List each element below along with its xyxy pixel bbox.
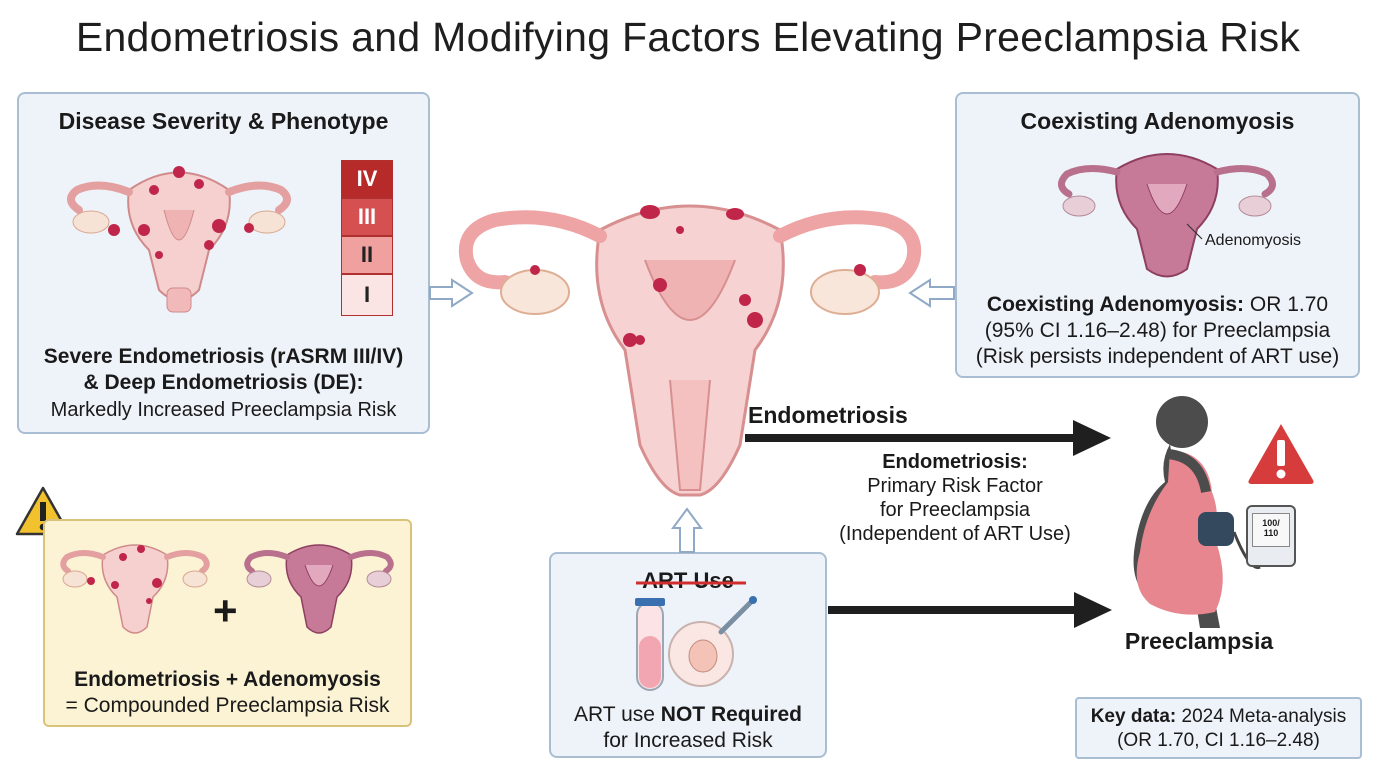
bp-monitor-line-1: 100/: [1262, 518, 1280, 528]
art-text-1: ART use: [574, 703, 661, 726]
bp-monitor-screen: 100/ 110: [1252, 513, 1290, 547]
bp-monitor-line-2: 110: [1263, 528, 1279, 538]
adenomyosis-panel-title: Coexisting Adenomyosis: [1020, 108, 1295, 134]
arrow-compound-to-preeclampsia: [420, 592, 1112, 628]
main-caption-1: Primary Risk Factor: [867, 475, 1043, 497]
pregnant-woman-icon: [1133, 396, 1261, 628]
key-data-line-1: Key data: 2024 Meta-analysis: [1077, 705, 1360, 728]
arrow-art-to-uterus: [671, 507, 703, 553]
stage-i-bar: I: [341, 274, 393, 316]
art-text-line-2: for Increased Risk: [603, 729, 773, 752]
key-data-text-1: 2024 Meta-analysis: [1176, 706, 1347, 727]
key-data-box: Key data: 2024 Meta-analysis (OR 1.70, C…: [1075, 697, 1362, 759]
severity-text-bold-1: Severe Endometriosis (rASRM III/IV): [43, 345, 404, 368]
endometriosis-uterus-small-icon: [60, 544, 210, 634]
art-panel: ART Use ART use NOT Required for Increas…: [549, 552, 827, 758]
adenomyosis-or: OR 1.70: [1244, 293, 1329, 316]
adenomyosis-text-bold: Coexisting Adenomyosis:: [986, 293, 1245, 316]
adenomyosis-uterus-icon: [1058, 153, 1276, 278]
adenomyosis-text-line-1: Coexisting Adenomyosis: OR 1.70: [957, 292, 1358, 318]
adenomyosis-uterus-small-icon: [244, 544, 394, 634]
severity-panel-title: Disease Severity & Phenotype: [58, 108, 389, 134]
bp-monitor: 100/ 110: [1246, 505, 1296, 567]
central-uterus-illustration: [458, 204, 922, 497]
arrow-severity-to-uterus: [429, 278, 474, 308]
art-panel-title: ART Use: [551, 568, 825, 594]
compound-text-plain: = Compounded Preeclampsia Risk: [65, 694, 390, 717]
stage-iv-bar: IV: [341, 160, 393, 198]
art-text-bold: NOT Required: [660, 703, 802, 726]
key-data-label: Key data:: [1090, 706, 1177, 727]
adenomyosis-text-line-3: (Risk persists independent of ART use): [975, 345, 1340, 368]
main-caption-3: (Independent of ART Use): [839, 523, 1071, 545]
severity-text-bold-2: & Deep Endometriosis (DE):: [83, 371, 364, 394]
compound-panel: + Endometriosis + Adenomyosis = Compound…: [43, 519, 412, 727]
outcome-label: Preeclampsia: [1124, 628, 1274, 654]
art-text-line-1: ART use NOT Required: [551, 702, 825, 728]
adenomyosis-panel: Coexisting Adenomyosis Adenomyosis Coexi…: [955, 92, 1360, 378]
plus-sign: +: [213, 587, 238, 634]
main-arrow-label: Endometriosis: [748, 402, 908, 428]
strikethrough-line: [636, 581, 746, 585]
stage-iii-bar: III: [341, 198, 393, 236]
alert-triangle-icon: [1248, 424, 1314, 484]
art-title-text: ART Use: [642, 568, 734, 593]
severity-text-plain: Markedly Increased Preeclampsia Risk: [50, 399, 397, 421]
main-caption-bold: Endometriosis:: [882, 451, 1028, 473]
main-caption-2: for Preeclampsia: [879, 499, 1031, 521]
adenomyosis-annotation: Adenomyosis: [1205, 232, 1302, 249]
stage-ii-bar: II: [341, 236, 393, 274]
adenomyosis-text-line-2: (95% CI 1.16–2.48) for Preeclampsia: [984, 319, 1331, 342]
compound-text-bold: Endometriosis + Adenomyosis: [74, 668, 381, 691]
key-data-line-2: (OR 1.70, CI 1.16–2.48): [1117, 730, 1320, 751]
severity-panel: Disease Severity & Phenotype IV III II I…: [17, 92, 430, 434]
page-title: Endometriosis and Modifying Factors Elev…: [75, 14, 1301, 60]
arrow-adenomyosis-to-uterus: [908, 278, 955, 308]
arrow-endometriosis-to-preeclampsia: [745, 420, 1111, 456]
ivf-test-tube-icon: [635, 596, 757, 691]
endometriosis-uterus-icon: [67, 166, 291, 313]
